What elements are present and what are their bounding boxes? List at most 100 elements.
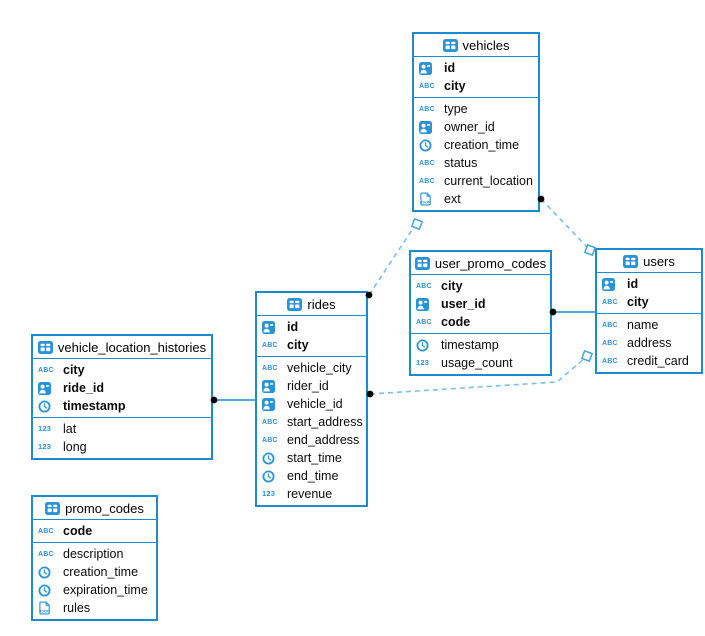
json-icon: JSON xyxy=(38,601,59,615)
table-header[interactable]: vehicle_location_histories xyxy=(33,336,211,359)
column-row-expiration_time[interactable]: expiration_time xyxy=(33,581,156,599)
column-name: lat xyxy=(63,422,77,436)
column-name: city xyxy=(63,363,85,377)
id-icon xyxy=(419,120,440,134)
column-row-id[interactable]: id xyxy=(414,59,538,77)
column-row-id[interactable]: id xyxy=(257,318,366,336)
column-name: timestamp xyxy=(63,399,126,413)
text-icon: ABC xyxy=(602,321,618,329)
table-title: users xyxy=(643,253,675,269)
table-header[interactable]: users xyxy=(597,250,701,273)
column-row-creation_time[interactable]: creation_time xyxy=(414,136,538,154)
column-row-ride_id[interactable]: ride_id xyxy=(33,379,211,397)
column-row-start_time[interactable]: start_time xyxy=(257,449,366,467)
column-row-creation_time[interactable]: creation_time xyxy=(33,563,156,581)
column-row-owner_id[interactable]: owner_id xyxy=(414,118,538,136)
column-name: city xyxy=(627,295,649,309)
json-icon: JSON xyxy=(419,192,440,206)
text-icon: ABC xyxy=(38,550,54,558)
column-name: code xyxy=(441,315,471,329)
text-icon: ABC xyxy=(262,418,278,426)
column-row-vehicle_id[interactable]: vehicle_id xyxy=(257,395,366,413)
id-icon xyxy=(262,379,283,393)
column-row-end_time[interactable]: end_time xyxy=(257,467,366,485)
column-row-id[interactable]: id xyxy=(597,275,701,293)
table-title: user_promo_codes xyxy=(434,255,547,271)
text-icon: ABC xyxy=(38,366,54,374)
column-name: type xyxy=(444,102,468,116)
column-row-user_id[interactable]: user_id xyxy=(411,295,550,313)
column-name: address xyxy=(627,336,672,350)
svg-text:JSON: JSON xyxy=(420,200,431,205)
table-icon xyxy=(45,501,61,515)
column-row-timestamp[interactable]: timestamp xyxy=(33,397,211,415)
column-row-city[interactable]: ABC city xyxy=(33,361,211,379)
column-name: creation_time xyxy=(63,565,139,579)
column-name: usage_count xyxy=(441,356,513,370)
table-header[interactable]: promo_codes xyxy=(33,497,156,520)
column-row-ext[interactable]: JSON ext xyxy=(414,190,538,208)
column-name: id xyxy=(287,320,299,334)
text-icon: ABC xyxy=(419,159,435,167)
table-header[interactable]: vehicles xyxy=(414,34,538,57)
column-row-rider_id[interactable]: rider_id xyxy=(257,377,366,395)
column-row-timestamp[interactable]: timestamp xyxy=(411,336,550,354)
column-name: current_location xyxy=(444,174,533,188)
id-icon xyxy=(602,277,623,291)
time-icon xyxy=(38,565,59,579)
key-columns-section: ABC city ride_id timestamp xyxy=(33,359,211,417)
column-row-city[interactable]: ABC city xyxy=(414,77,538,95)
column-name: user_id xyxy=(441,297,486,311)
number-icon: 123 xyxy=(38,442,52,452)
time-icon xyxy=(38,399,59,413)
text-icon: ABC xyxy=(419,82,435,90)
table-icon xyxy=(414,256,430,270)
column-name: city xyxy=(444,79,466,93)
table-title: rides xyxy=(307,296,336,312)
column-name: vehicle_city xyxy=(287,361,352,375)
table-title: vehicle_location_histories xyxy=(57,339,207,355)
column-name: ext xyxy=(444,192,461,206)
table-title: promo_codes xyxy=(65,500,144,516)
column-name: timestamp xyxy=(441,338,499,352)
time-icon xyxy=(416,338,437,352)
time-icon xyxy=(262,451,283,465)
table-header[interactable]: user_promo_codes xyxy=(411,252,550,275)
table-icon xyxy=(623,254,639,268)
id-icon xyxy=(419,61,440,75)
table-header[interactable]: rides xyxy=(257,293,366,316)
